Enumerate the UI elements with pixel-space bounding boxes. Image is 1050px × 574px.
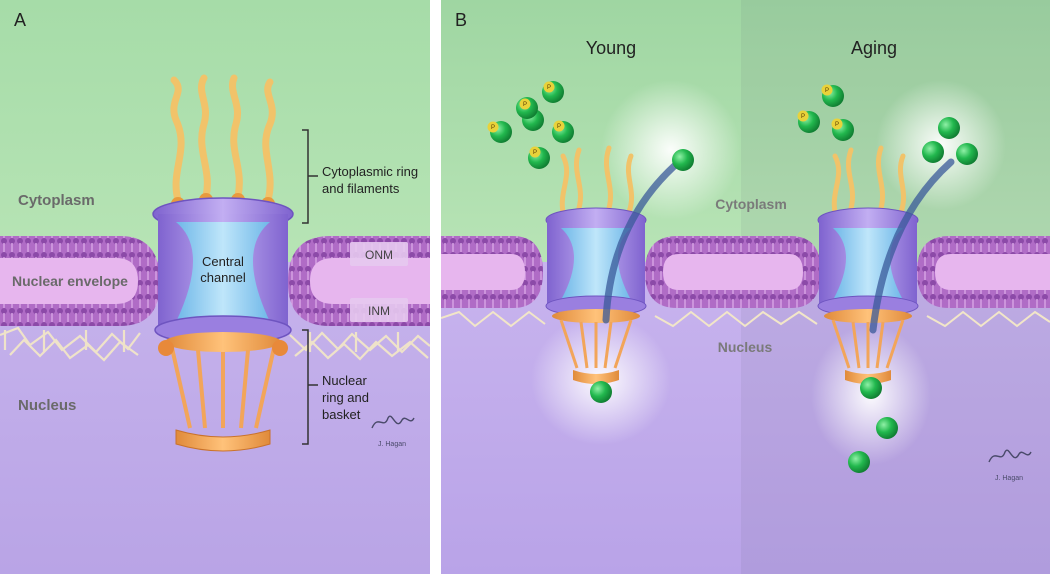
phospho-cargo-aging xyxy=(797,84,854,141)
inm-box xyxy=(350,298,408,322)
nucleus-label-b: Nucleus xyxy=(718,339,773,355)
phospho-label-1: P xyxy=(491,125,495,131)
cytoplasmic-filaments xyxy=(170,74,276,204)
nucleus-label: Nucleus xyxy=(18,397,76,414)
panel-a-letter: A xyxy=(14,10,26,30)
annotation-brackets xyxy=(302,129,318,445)
cytoplasm-label-b: Cytoplasm xyxy=(715,196,787,212)
young-label: Young xyxy=(586,38,636,58)
phospho-label-7: P xyxy=(801,114,805,120)
nuclear-ring-label-1: Nuclear xyxy=(322,373,367,388)
panel-a-diagram: A Cytoplasm Nuclear envelope Nucleus Cen… xyxy=(0,0,430,574)
free-cargo xyxy=(590,117,978,473)
cytoplasm-label: Cytoplasm xyxy=(18,192,95,209)
onm-label: ONM xyxy=(365,248,393,262)
signature-b-text: J. Hagan xyxy=(995,475,1023,482)
nuclear-ring-label-2: ring and xyxy=(322,390,369,405)
nucleus-region-b xyxy=(441,262,1050,574)
nuclear-pore-young xyxy=(545,145,685,384)
glow-young-top xyxy=(601,80,741,220)
phospho-label-5: P xyxy=(533,150,537,156)
cytoplasmic-ring-label-2: and filaments xyxy=(322,181,400,196)
chromatin-mesh xyxy=(0,326,430,362)
panel-b: P P P P P P P P B Young Aging Cytoplasm … xyxy=(441,0,1050,574)
nuclear-envelope-b xyxy=(441,236,1050,308)
phospho-label-3: P xyxy=(547,85,551,91)
phospho-label-6: P xyxy=(825,88,829,94)
phospho-cargo-young xyxy=(487,81,574,169)
central-channel-label-1: Central xyxy=(202,254,244,269)
nuclear-pore-aging xyxy=(817,145,955,384)
panel-a: A Cytoplasm Nuclear envelope Nucleus Cen… xyxy=(0,0,430,574)
nuclear-envelope-label: Nuclear envelope xyxy=(12,273,128,289)
signature-a-text: J. Hagan xyxy=(378,441,406,448)
cytoplasmic-ring-label-1: Cytoplasmic ring xyxy=(322,164,418,179)
phospho-label-2: P xyxy=(523,102,527,108)
signature-b: J. Hagan xyxy=(988,449,1032,482)
central-channel xyxy=(176,222,270,322)
signature-a: J. Hagan xyxy=(371,415,415,448)
phospho-label-4: P xyxy=(557,124,561,130)
nuclear-basket xyxy=(158,332,288,452)
phospho-label-8: P xyxy=(835,122,839,128)
aging-label: Aging xyxy=(851,38,897,58)
nuclear-ring-label-3: basket xyxy=(322,407,361,422)
panel-b-letter: B xyxy=(455,10,467,30)
onm-box xyxy=(350,242,408,266)
panel-b-diagram: P P P P P P P P B Young Aging Cytoplasm … xyxy=(441,0,1050,574)
chromatin-mesh-b xyxy=(441,310,1050,328)
central-channel-label-2: channel xyxy=(200,270,246,285)
inm-label: INM xyxy=(368,304,390,318)
